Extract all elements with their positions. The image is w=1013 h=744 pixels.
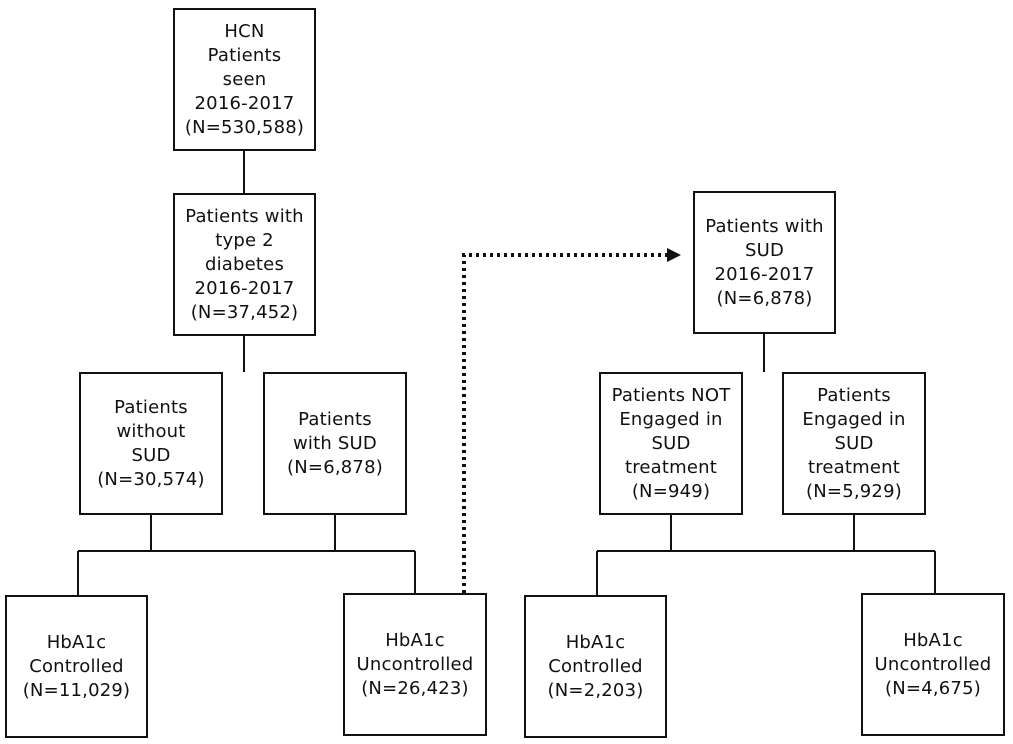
node-line: (N=6,878) — [716, 287, 813, 309]
node-line: 2016-2017 — [194, 277, 295, 299]
node-line: seen — [222, 68, 267, 90]
node-line: SUD — [834, 432, 874, 454]
node-line: HbA1c — [46, 631, 107, 653]
node-line: Uncontrolled — [874, 653, 992, 675]
dotted-arrow-connector — [462, 253, 668, 593]
node-line: without — [116, 420, 186, 442]
node-line: (N=530,588) — [184, 116, 305, 138]
node-line: 2016-2017 — [194, 92, 295, 114]
node-line: (N=4,675) — [885, 677, 981, 699]
node-line: Uncontrolled — [356, 653, 474, 675]
node-sud-2016-2017: Patients with SUD 2016-2017 (N=6,878) — [693, 191, 836, 334]
node-line: SUD — [651, 432, 691, 454]
node-hba1c-controlled-left: HbA1c Controlled (N=11,029) — [5, 595, 148, 738]
node-line: (N=26,423) — [361, 677, 469, 699]
node-not-engaged-treatment: Patients NOT Engaged in SUD treatment (N… — [599, 372, 743, 515]
node-hba1c-controlled-right: HbA1c Controlled (N=2,203) — [524, 595, 667, 738]
node-line: with SUD — [293, 432, 377, 454]
node-line: SUD — [744, 239, 785, 261]
node-hba1c-uncontrolled-left: HbA1c Uncontrolled (N=26,423) — [343, 593, 487, 736]
node-engaged-treatment: Patients Engaged in SUD treatment (N=5,9… — [782, 372, 926, 515]
node-line: Patients — [817, 384, 891, 406]
node-hba1c-uncontrolled-right: HbA1c Uncontrolled (N=4,675) — [861, 593, 1005, 736]
node-line: (N=949) — [631, 480, 711, 502]
node-line: Patients — [207, 44, 282, 66]
node-line: Controlled — [29, 655, 124, 677]
node-line: (N=11,029) — [22, 679, 131, 701]
node-line: (N=37,452) — [190, 301, 299, 323]
node-line: Engaged in — [619, 408, 723, 430]
node-line: Patients with — [185, 205, 304, 227]
node-without-sud: Patients without SUD (N=30,574) — [79, 372, 223, 515]
node-line: diabetes — [204, 253, 285, 275]
node-line: (N=30,574) — [97, 468, 205, 490]
node-line: (N=6,878) — [287, 456, 383, 478]
node-line: SUD — [131, 444, 171, 466]
node-line: treatment — [807, 456, 901, 478]
node-line: HbA1c — [903, 629, 963, 651]
node-with-sud: Patients with SUD (N=6,878) — [263, 372, 407, 515]
node-line: HbA1c — [385, 629, 445, 651]
node-line: HbA1c — [565, 631, 626, 653]
node-line: Patients NOT — [611, 384, 731, 406]
node-line: Patients — [114, 396, 188, 418]
node-line: (N=5,929) — [806, 480, 902, 502]
node-type2-diabetes: Patients with type 2 diabetes 2016-2017 … — [173, 193, 316, 336]
node-line: Patients with — [705, 215, 824, 237]
node-line: Patients — [298, 408, 372, 430]
node-hcn-patients: HCN Patients seen 2016-2017 (N=530,588) — [173, 8, 316, 151]
node-line: Engaged in — [802, 408, 906, 430]
node-line: Controlled — [548, 655, 643, 677]
node-line: type 2 — [215, 229, 274, 251]
arrowhead-icon — [667, 248, 681, 262]
node-line: 2016-2017 — [714, 263, 815, 285]
node-line: treatment — [624, 456, 718, 478]
node-line: HCN — [224, 20, 265, 42]
node-line: (N=2,203) — [547, 679, 644, 701]
